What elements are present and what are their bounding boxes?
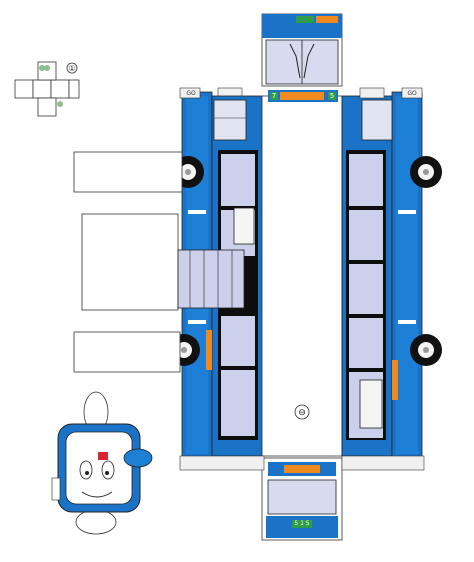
logo-right-top: GO: [407, 90, 417, 97]
roof-panel: [261, 90, 343, 457]
bus-right-side: [341, 87, 442, 459]
bottom-tab-strip: [179, 455, 425, 471]
front-face-panel: [261, 13, 343, 87]
small-box-template: [14, 61, 80, 117]
bus-mascot: [51, 391, 153, 535]
center-marker: ⊖: [298, 408, 306, 418]
route-number-front-right: 5: [329, 92, 335, 100]
left-glass-panel: [177, 249, 245, 309]
logo-left-top: GO: [186, 90, 196, 97]
small-box-marker: ①: [68, 64, 75, 73]
route-number-front: 7: [271, 92, 277, 100]
route-number-rear: 5 1 5: [294, 520, 310, 527]
rear-face-panel: [261, 457, 343, 541]
left-fold-tabs: [73, 151, 183, 373]
